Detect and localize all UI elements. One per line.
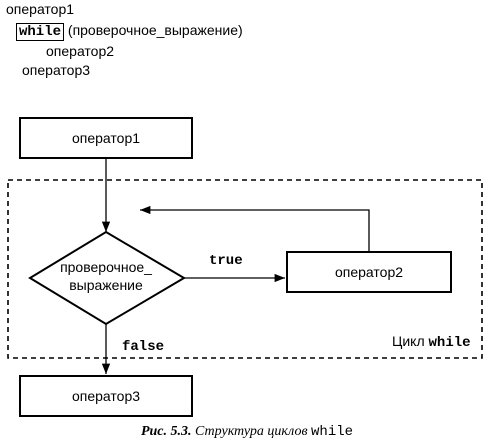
code-line-4: оператор3 [22,61,90,79]
loop-label-word: Цикл [392,333,425,349]
arrow-loop-back [140,205,370,252]
caption-keyword: while [311,424,354,440]
loop-label: Цикл while [392,333,471,351]
code-line-1: оператор1 [6,0,74,18]
true-label: true [209,253,243,269]
caption-label: Рис. 5.3. [140,424,192,439]
figure-caption: Рис. 5.3. Структура циклов while [0,424,494,440]
code-line-2: while (проверочное_выражение) [16,21,243,41]
statement-3-label: оператор3 [72,388,140,404]
loop-region [7,179,483,359]
code-condition: (проверочное_выражение) [67,22,243,38]
code-statement-2: оператор2 [46,43,115,59]
statement-2-label: оператор2 [335,264,403,280]
loop-label-keyword: while [429,335,471,351]
caption-title: Структура циклов [195,424,308,439]
statement-3-box [19,375,193,417]
code-statement-3: оператор3 [22,62,91,78]
statement-1-label: оператор1 [72,130,140,146]
condition-label-line-1: проверочное_ [60,259,152,275]
false-label: false [122,339,164,355]
condition-label-line-2: выражение [69,277,143,293]
code-while-keyword: while [16,23,65,41]
code-line-3: оператор2 [46,42,114,60]
code-statement-1: оператор1 [6,1,75,17]
